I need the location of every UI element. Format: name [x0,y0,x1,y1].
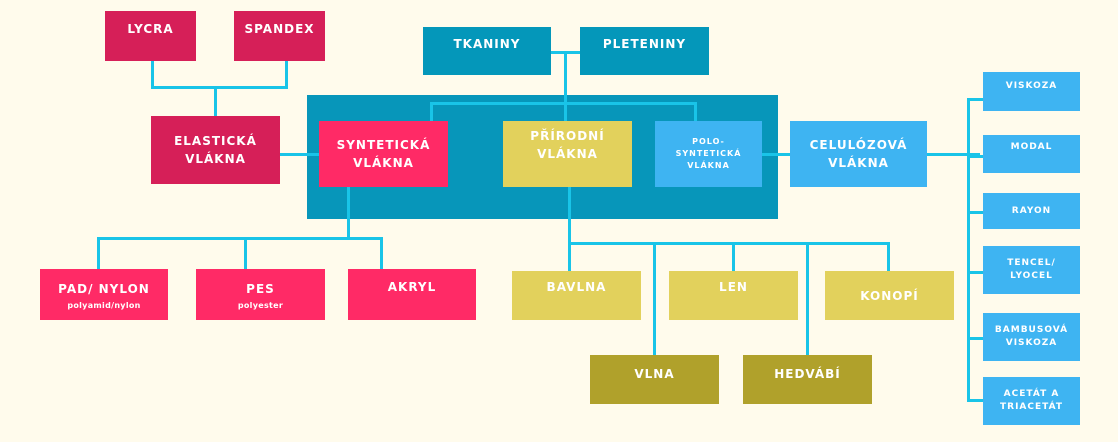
node-polosynteticka-vlakna: POLO- SYNTETICKÁ VLÁKNA [655,121,762,187]
node-label: TENCEL/ LYOCEL [1007,258,1056,281]
connector [568,186,571,272]
node-label: PŘÍRODNÍ VLÁKNA [530,129,605,161]
connector [694,102,697,122]
connector [214,86,217,116]
node-label: PAD/ NYLON [58,281,150,296]
node-sublabel: polyamid/nylon [67,300,141,310]
connector [927,153,980,156]
node-acetat-triacetat: ACETÁT A TRIACETÁT [983,377,1080,425]
connector [564,51,567,121]
node-label: SYNTETICKÁ VLÁKNA [336,138,431,170]
node-hedvabi: HEDVÁBÍ [743,355,872,404]
node-label: POLO- SYNTETICKÁ VLÁKNA [675,137,742,170]
node-label: BAVLNA [546,280,607,294]
node-spandex: SPANDEX [234,11,325,61]
connector [285,60,288,87]
connector [430,102,697,105]
node-bavlna: BAVLNA [512,271,641,320]
node-label: LYCRA [127,22,174,36]
node-label: RAYON [1011,205,1052,216]
node-pes: PES polyester [196,269,325,320]
node-label: ACETÁT A TRIACETÁT [1000,389,1063,412]
connector [732,242,735,272]
node-len: LEN [669,271,798,320]
node-elasticka-vlakna: ELASTICKÁ VLÁKNA [151,116,280,184]
connector [244,237,247,269]
connector [653,242,656,357]
node-label: VISKOZA [1005,81,1058,91]
node-label: PLETENINY [602,37,687,51]
node-label: LEN [719,280,748,294]
node-tencel-lyocel: TENCEL/ LYOCEL [983,246,1080,294]
node-label: BAMBUSOVÁ VISKOZA [994,325,1069,348]
node-label: AKRYL [387,280,437,294]
node-pleteniny: PLETENINY [580,27,709,75]
connector [151,60,154,87]
node-akryl: AKRYL [348,269,476,320]
node-label: KONOPÍ [860,288,919,303]
connector [967,399,983,402]
connector [380,237,383,269]
connector [280,153,320,156]
node-prirodni-vlakna: PŘÍRODNÍ VLÁKNA [503,121,632,187]
node-vlna: VLNA [590,355,719,404]
connector [887,242,890,272]
node-label: SPANDEX [244,22,315,36]
node-label: CELULÓZOVÁ VLÁKNA [809,138,908,170]
node-label: PES [246,281,275,296]
node-label: TKANINY [453,37,521,51]
connector [967,271,983,274]
node-synteticka-vlakna: SYNTETICKÁ VLÁKNA [319,121,448,187]
node-label: ELASTICKÁ VLÁKNA [174,134,257,166]
node-tkaniny: TKANINY [423,27,551,75]
node-label: HEDVÁBÍ [774,367,841,381]
node-bambusova-viskoza: BAMBUSOVÁ VISKOZA [983,313,1080,361]
connector [97,237,100,269]
node-modal: MODAL [983,135,1080,173]
node-sublabel: polyester [237,300,284,310]
connector [151,86,288,89]
connector [967,98,970,402]
node-viskoza: VISKOZA [983,72,1080,111]
node-konopi: KONOPÍ [825,271,954,320]
connector [347,186,350,238]
connector [967,98,983,101]
connector [97,237,382,240]
node-label: MODAL [1010,142,1053,152]
connector [967,211,983,214]
connector [568,242,890,245]
connector [967,337,983,340]
node-celulozova-vlakna: CELULÓZOVÁ VLÁKNA [790,121,927,187]
node-rayon: RAYON [983,193,1080,229]
connector [430,102,433,122]
node-lycra: LYCRA [105,11,196,61]
connector [762,153,791,156]
node-pad-nylon: PAD/ NYLON polyamid/nylon [40,269,168,320]
connector [967,155,983,158]
node-label: VLNA [634,367,675,381]
connector [806,242,809,357]
